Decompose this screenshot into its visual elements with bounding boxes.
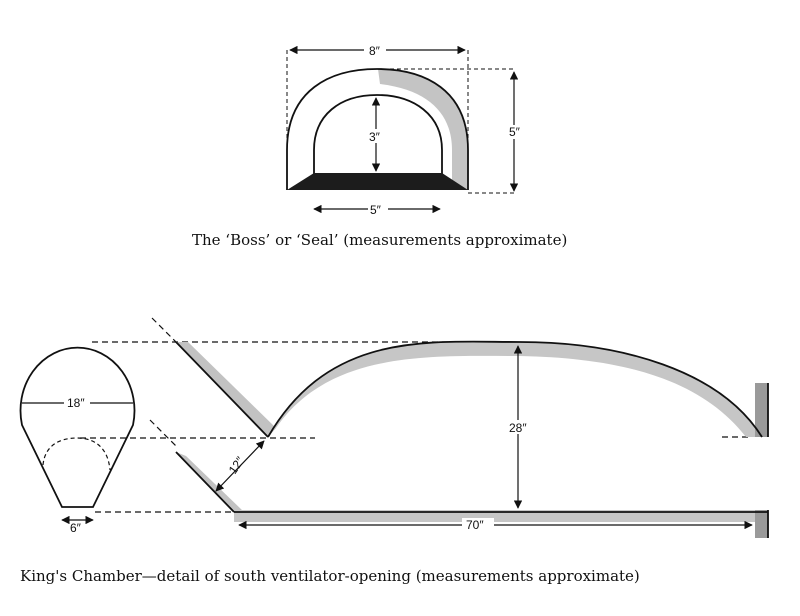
boss-figure xyxy=(286,50,516,194)
boss-width-label: 8″ xyxy=(369,44,381,58)
opening-label: 12″ xyxy=(226,454,248,477)
chamber-caption: King's Chamber—detail of south ventilato… xyxy=(20,567,640,585)
boss-height-label: 5″ xyxy=(509,125,521,139)
boss-dashed-guides xyxy=(286,50,516,194)
bulb-outline xyxy=(19,346,136,508)
bulb-base-label: 6″ xyxy=(70,521,82,535)
boss-inner-height-label: 3″ xyxy=(369,130,381,144)
boss-inner-arch xyxy=(313,94,443,174)
chamber-structure xyxy=(175,340,769,538)
bulb-width-label: 18″ xyxy=(67,396,85,410)
boss-caption: The ‘Boss’ or ‘Seal’ (measurements appro… xyxy=(192,231,568,249)
boss-shading xyxy=(378,69,468,190)
chamber-height-label: 28″ xyxy=(509,421,527,435)
boss-outer-arch xyxy=(286,68,469,190)
chamber-length-label: 70″ xyxy=(466,518,484,532)
bulb-inner-dashed-arch xyxy=(42,437,111,471)
opening-dimension xyxy=(215,440,265,492)
chamber-diagonal-guides xyxy=(149,317,177,447)
boss-base xyxy=(287,173,468,190)
chamber-shading xyxy=(176,341,768,538)
bulb-figure xyxy=(19,346,136,525)
boss-base-label: 5″ xyxy=(370,203,382,217)
